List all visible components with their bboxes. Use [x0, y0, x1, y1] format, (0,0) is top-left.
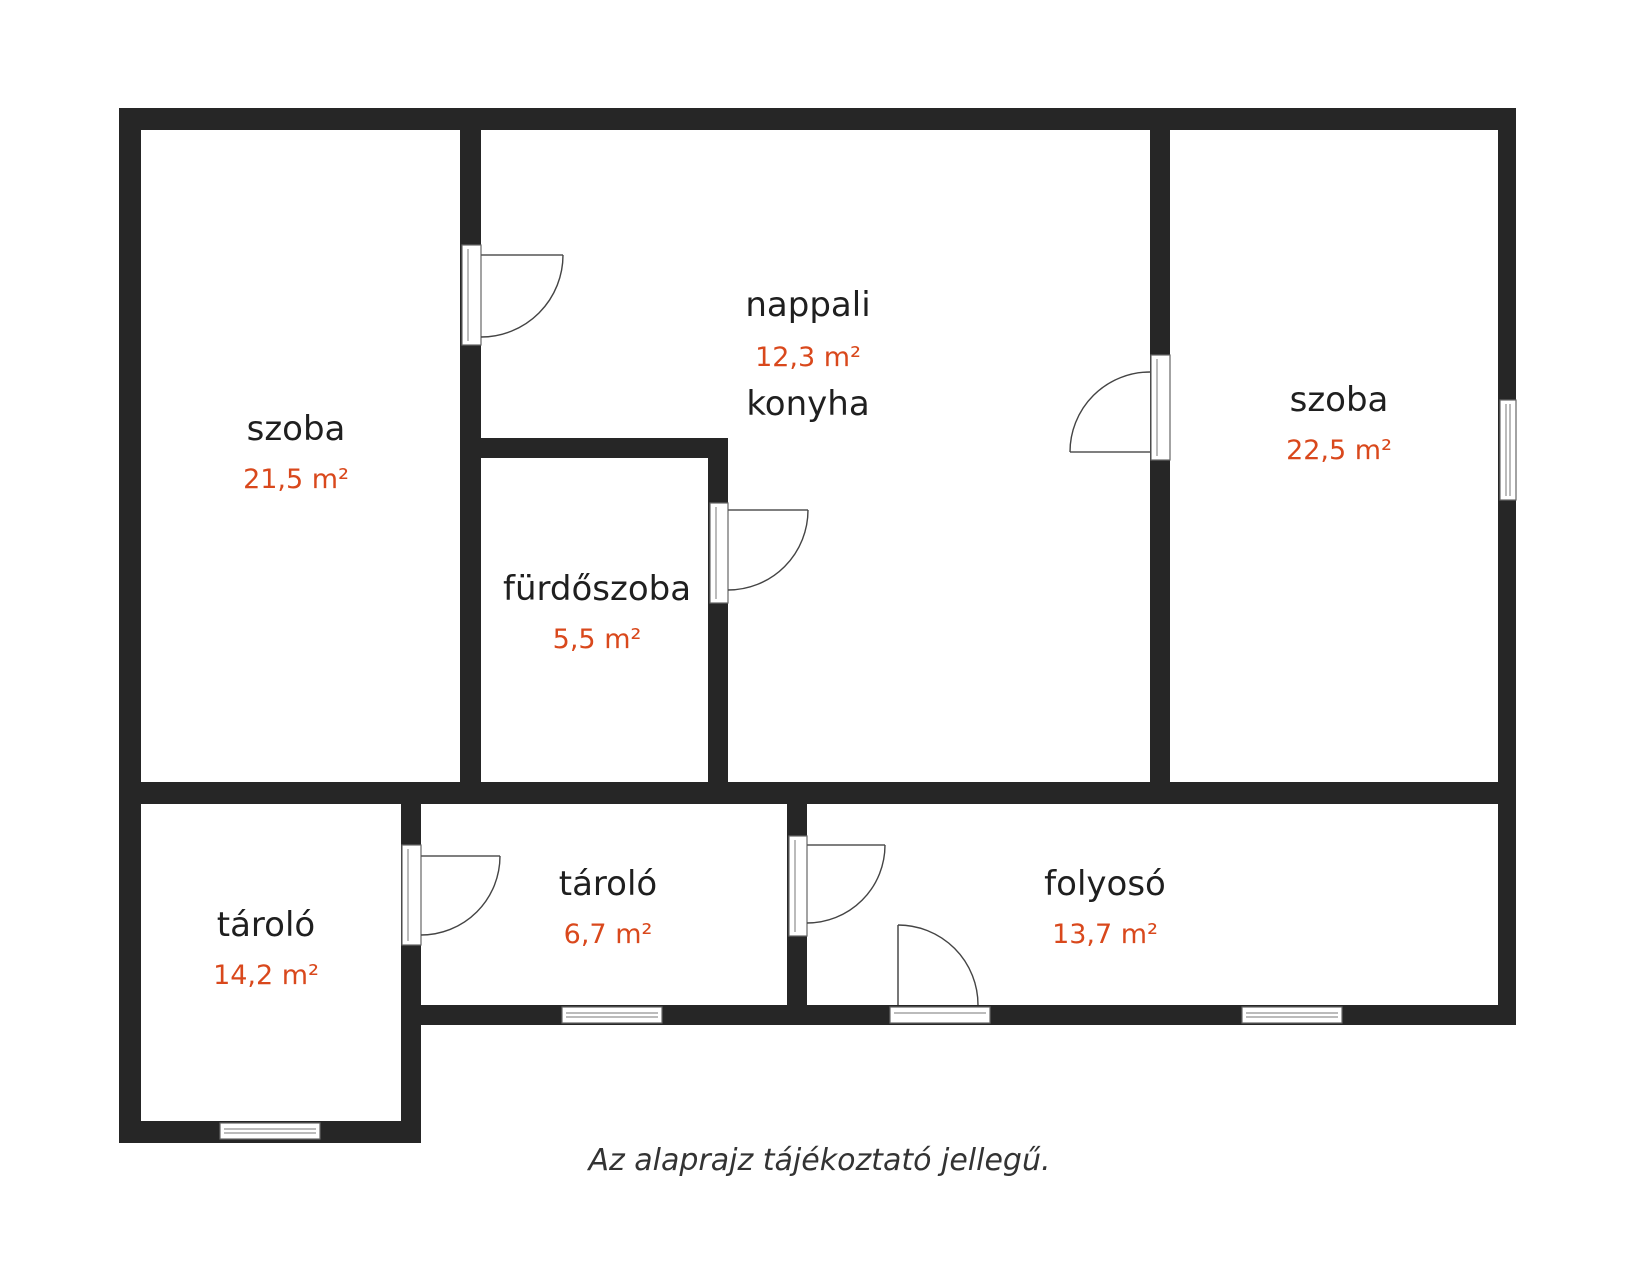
window-storage-middle [561, 1006, 663, 1024]
door-storage-middle [788, 835, 886, 937]
disclaimer-note: Az alaprajz tájékoztató jellegű. [588, 1143, 1051, 1178]
window-right-wall [1499, 399, 1517, 501]
door-bedroom-right [1069, 354, 1171, 461]
room-name-bedroom-right: szoba [1290, 380, 1389, 420]
room-area-storage-middle: 6,7 m² [564, 919, 653, 950]
room-name-storage-left: tároló [217, 905, 315, 945]
walls [119, 108, 1516, 1143]
window-storage-left [219, 1122, 321, 1140]
room-name-kitchen: konyha [746, 384, 869, 424]
room-area-storage-left: 14,2 m² [213, 960, 319, 991]
doors [401, 244, 1171, 1024]
window-corridor [1241, 1006, 1343, 1024]
room-name-storage-middle: tároló [559, 864, 657, 904]
door-storage-left [401, 844, 501, 946]
windows [219, 399, 1517, 1140]
wall-top [119, 108, 1516, 130]
room-area-bathroom: 5,5 m² [553, 624, 642, 655]
wall-bathroom-right [708, 438, 728, 804]
wall-left-storage-right [401, 784, 421, 1143]
wall-middle-horizontal [119, 782, 1516, 804]
room-area-living: 12,3 m² [755, 342, 861, 373]
room-area-corridor: 13,7 m² [1052, 919, 1158, 950]
room-area-bedroom-right: 22,5 m² [1286, 435, 1392, 466]
room-name-living: nappali [745, 285, 870, 325]
door-bathroom [709, 502, 809, 604]
room-area-bedroom-left: 21,5 m² [243, 464, 349, 495]
room-name-bathroom: fürdőszoba [503, 569, 691, 609]
wall-right [1498, 108, 1516, 1025]
door-entrance [889, 924, 991, 1024]
room-labels: szoba 21,5 m² nappali 12,3 m² konyha szo… [213, 285, 1392, 991]
wall-left [119, 108, 141, 1143]
room-name-corridor: folyosó [1044, 864, 1166, 904]
door-bedroom-left [461, 244, 564, 346]
wall-bathroom-top [460, 438, 728, 458]
room-name-bedroom-left: szoba [247, 409, 346, 449]
